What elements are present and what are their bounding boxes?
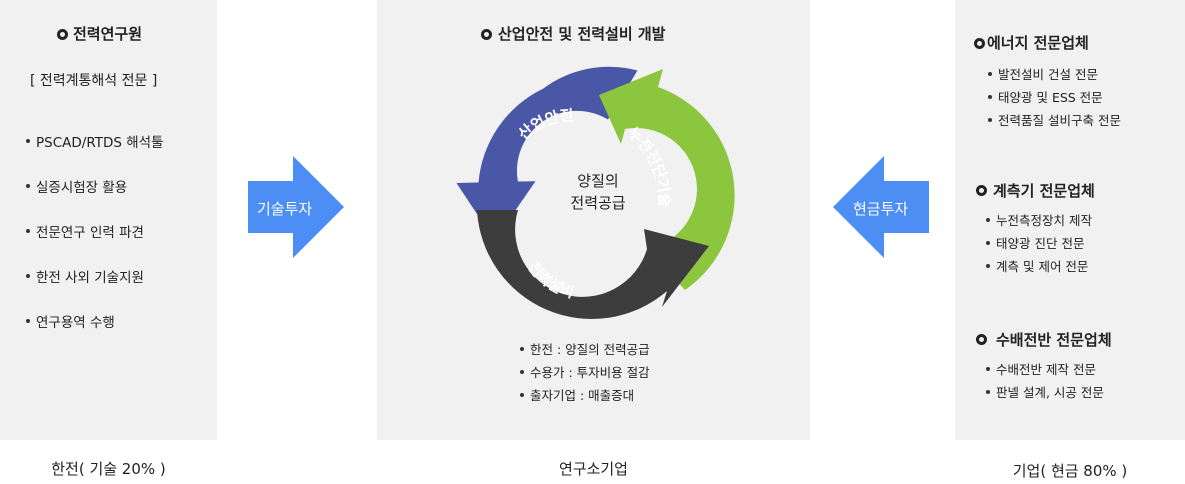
bullet-icon [26,274,30,278]
left-item: 연구용역 수행 [26,311,115,331]
left-item: 전문연구 인력 파견 [26,221,144,241]
svg-text:누전진단기술: 누전진단기술 [624,124,672,207]
bullet-icon [520,346,524,351]
ring-bullet-icon [57,29,68,40]
bullet-icon [520,392,524,397]
group-item: 판넬 설계, 시공 전문 [986,382,1104,401]
center-title: 산업안전 및 전력설비 개발 [498,25,666,43]
center-item: 출자기업 : 매출증대 [520,385,634,404]
bullet-icon [986,366,990,371]
group-title-measurement: 계측기 전문업체 [993,182,1095,200]
bullet-icon [26,229,30,233]
center-item: 수용가 : 투자비용 절감 [520,362,650,381]
group-item: 발전설비 건설 전문 [988,64,1098,83]
left-footer: 한전( 기술 20% ) [51,460,166,478]
group-title-energy: 에너지 전문업체 [987,34,1089,52]
bullet-icon [26,139,30,143]
left-title: 전력연구원 [73,25,143,43]
ring-bullet-icon [976,334,987,345]
group-title-switchgear: 수배전반 전문업체 [996,331,1112,349]
tech-investment-label: 기술투자 [257,200,313,218]
bullet-icon [988,94,992,99]
right-panel: 에너지 전문업체 발전설비 건설 전문 태양광 및 ESS 전문 전력품질 설비… [955,0,1185,440]
group-item: 전력품질 설비구축 전문 [988,110,1121,129]
bullet-icon [988,71,992,76]
bullet-icon [986,217,990,222]
cycle-center-line2: 전력공급 [570,195,625,212]
bullet-icon [986,263,990,268]
segment-label-leakage-diagnosis: 누전진단기술 [624,124,672,207]
left-item: 한전 사외 기술지원 [26,266,144,286]
ring-bullet-icon [974,38,985,49]
left-item: PSCAD/RTDS 해석툴 [26,131,163,151]
right-footer: 기업( 현금 80% ) [1012,462,1128,480]
left-panel: 전력연구원 [ 전력계통해석 전문 ] PSCAD/RTDS 해석툴 실증시험장… [0,0,217,440]
group-item: 태양광 진단 전문 [986,233,1084,252]
bullet-icon [26,184,30,188]
bullet-icon [26,319,30,323]
left-item: 실증시험장 활용 [26,176,127,196]
center-panel: 산업안전 및 전력설비 개발 산업안전 누전진단기술 전력설비 양질의 전력공급… [377,0,810,440]
segment-industrial-safety [456,66,638,241]
left-arrow-icon [833,156,929,258]
group-item: 누전측정장치 제작 [986,210,1092,229]
group-item: 태양광 및 ESS 전문 [988,87,1103,106]
bullet-icon [520,369,524,374]
group-item: 수배전반 제작 전문 [986,359,1096,378]
bullet-icon [986,240,990,245]
ring-bullet-icon [976,185,987,196]
segment-power-equipment [477,210,709,319]
cycle-diagram: 산업안전 누전진단기술 전력설비 양질의 전력공급 [456,66,735,319]
right-arrow-icon [248,156,344,258]
center-footer: 연구소기업 [558,460,628,478]
segment-leakage-diagnosis [599,69,735,290]
cycle-center-line1: 양질의 [577,173,618,190]
bullet-icon [986,389,990,394]
bullet-icon [988,117,992,122]
ring-bullet-icon [481,29,492,40]
left-subtitle: [ 전력계통해석 전문 ] [30,73,158,89]
center-item: 한전 : 양질의 전력공급 [520,339,650,358]
group-item: 계측 및 제어 전문 [986,256,1088,275]
cash-investment-label: 현금투자 [853,200,909,218]
